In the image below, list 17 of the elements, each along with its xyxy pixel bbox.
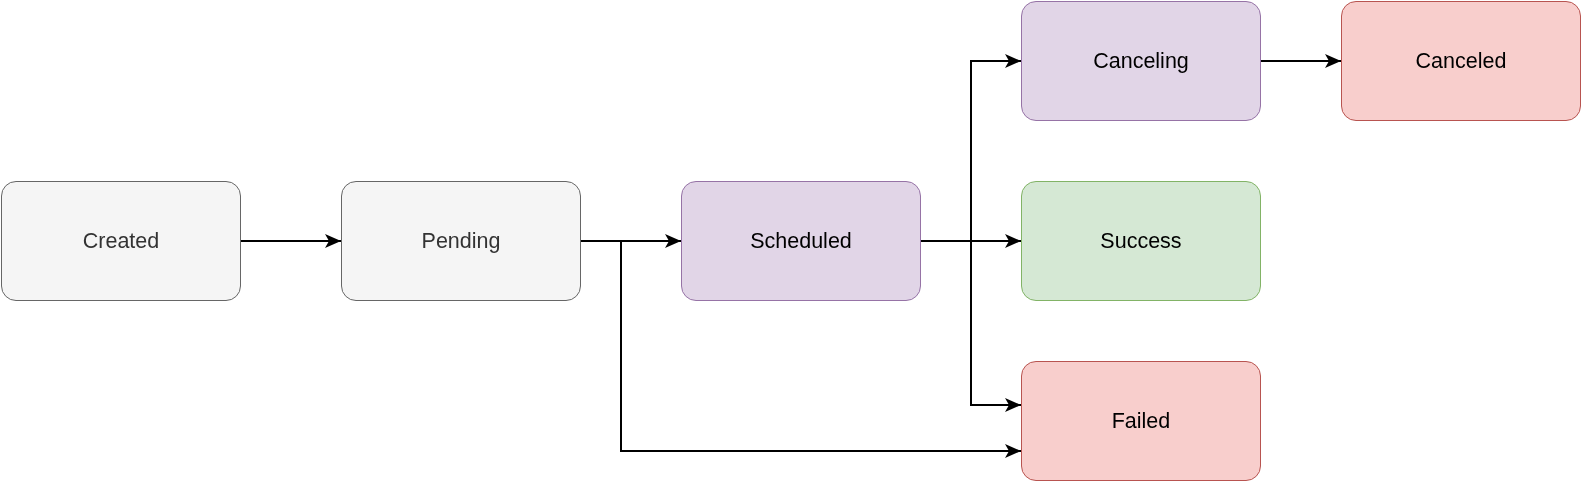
state-label: Created — [81, 228, 161, 254]
state-label: Pending — [420, 228, 502, 254]
state-label: Success — [1099, 228, 1183, 254]
state-box — [1021, 181, 1261, 301]
arrow — [920, 240, 1022, 412]
state-label: Canceled — [1414, 48, 1508, 74]
state-box — [681, 181, 921, 301]
state-box — [341, 181, 581, 301]
state-label: Scheduled — [749, 228, 853, 254]
arrow — [240, 234, 342, 248]
state-box — [1021, 361, 1261, 481]
state-label: Failed — [1110, 408, 1172, 434]
state-box — [1021, 1, 1261, 121]
state-box — [1341, 1, 1581, 121]
arrow — [1260, 54, 1342, 68]
state-label: Canceling — [1092, 48, 1190, 74]
state-box — [1, 181, 241, 301]
